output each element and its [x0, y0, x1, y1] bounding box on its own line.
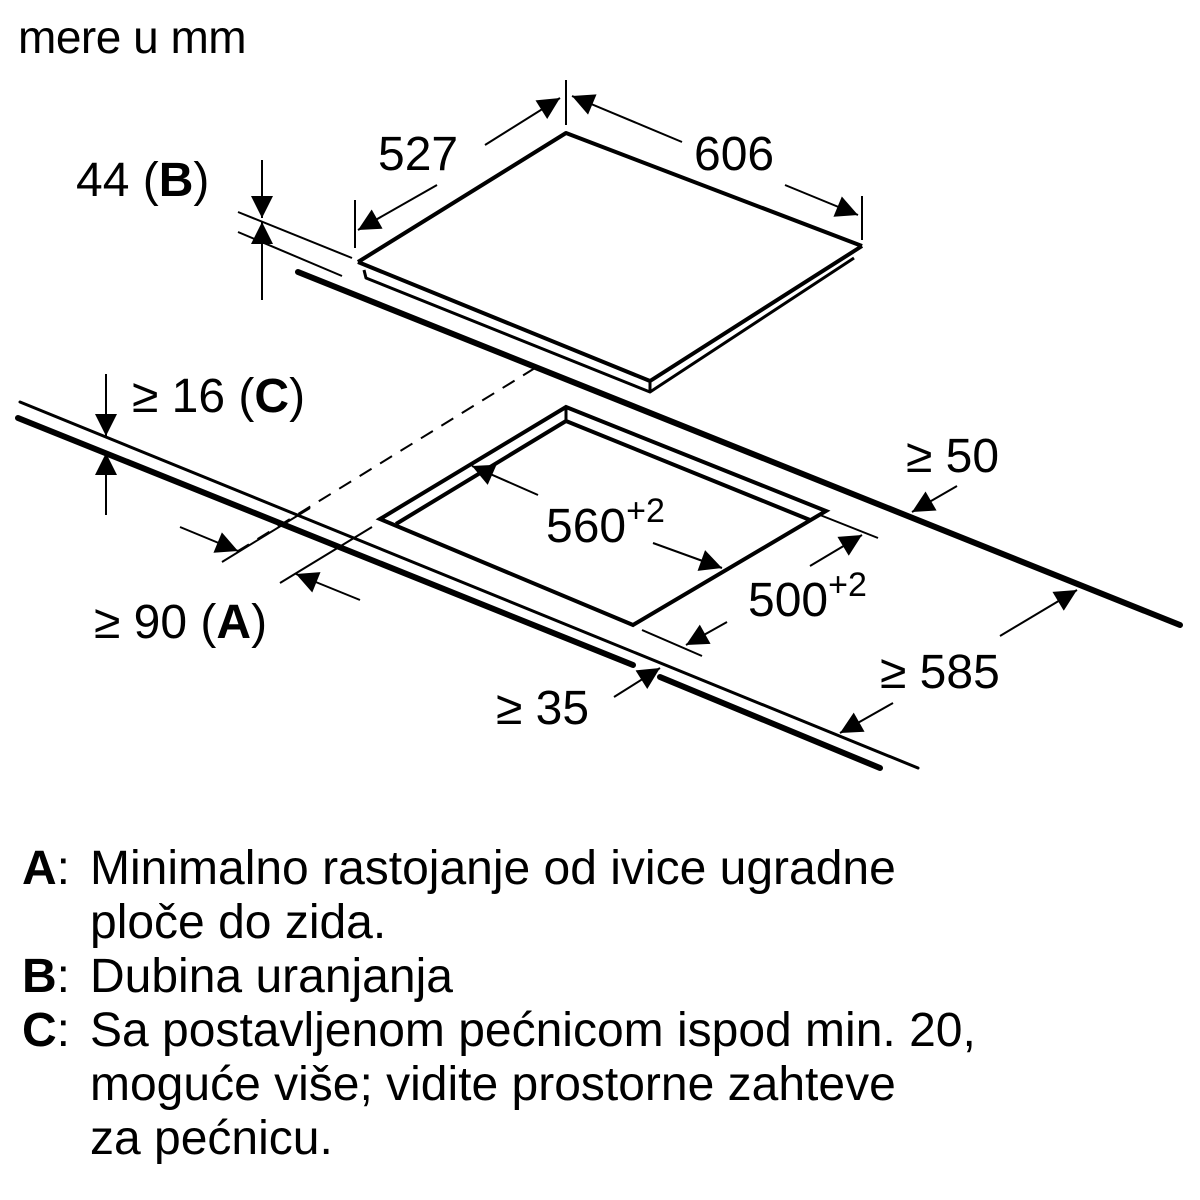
dim-44-label: 44 (B) [76, 154, 209, 207]
units-caption: mere u mm [18, 11, 247, 63]
dim-585 [839, 589, 1078, 734]
dim-527-label: 527 [378, 128, 458, 181]
dim-90-label: ≥ 90 (A) [94, 596, 267, 649]
legend-item-c: C: Sa postavljenom pećnicom ispod min. 2… [22, 1004, 976, 1165]
dim-90 [179, 507, 373, 601]
dim-585-label: ≥ 585 [880, 646, 1000, 699]
dim-44 [237, 160, 353, 300]
worktop-lines [15, 269, 1183, 771]
legend-text-c: Sa postavljenom pećnicom ispod min. 20, … [90, 1004, 976, 1165]
dim-560 [471, 464, 723, 571]
legend-text-b: Dubina uranjanja [90, 950, 453, 1003]
dim-35-label: ≥ 35 [496, 682, 589, 735]
dim-560-label: 560+2 [546, 492, 665, 553]
dim-35 [613, 667, 661, 698]
legend-key-a: A [22, 842, 57, 895]
legend-item-b: B: Dubina uranjanja [22, 950, 453, 1003]
dim-500-label: 500+2 [748, 566, 867, 627]
legend: A: Minimalno rastojanje od ivice ugradne… [22, 842, 976, 1166]
hob-outline [356, 131, 864, 394]
legend-key-b: B [22, 950, 57, 1003]
cutout-outline [375, 404, 831, 628]
dim-16-label: ≥ 16 (C) [132, 370, 305, 423]
dim-527 [354, 80, 567, 248]
legend-key-c: C [22, 1004, 57, 1057]
dim-500 [641, 514, 879, 657]
dim-606 [571, 94, 863, 240]
installation-diagram: 527 606 44 (B) ≥ 16 (C) ≥ 90 (A) 560+2 [15, 80, 1183, 771]
projection-line [229, 367, 536, 557]
dim-50-label: ≥ 50 [906, 430, 999, 483]
dim-50 [911, 485, 958, 513]
dim-606-label: 606 [694, 128, 774, 181]
legend-item-a: A: Minimalno rastojanje od ivice ugradne… [22, 842, 896, 949]
legend-text-a: Minimalno rastojanje od ivice ugradne pl… [90, 842, 896, 949]
